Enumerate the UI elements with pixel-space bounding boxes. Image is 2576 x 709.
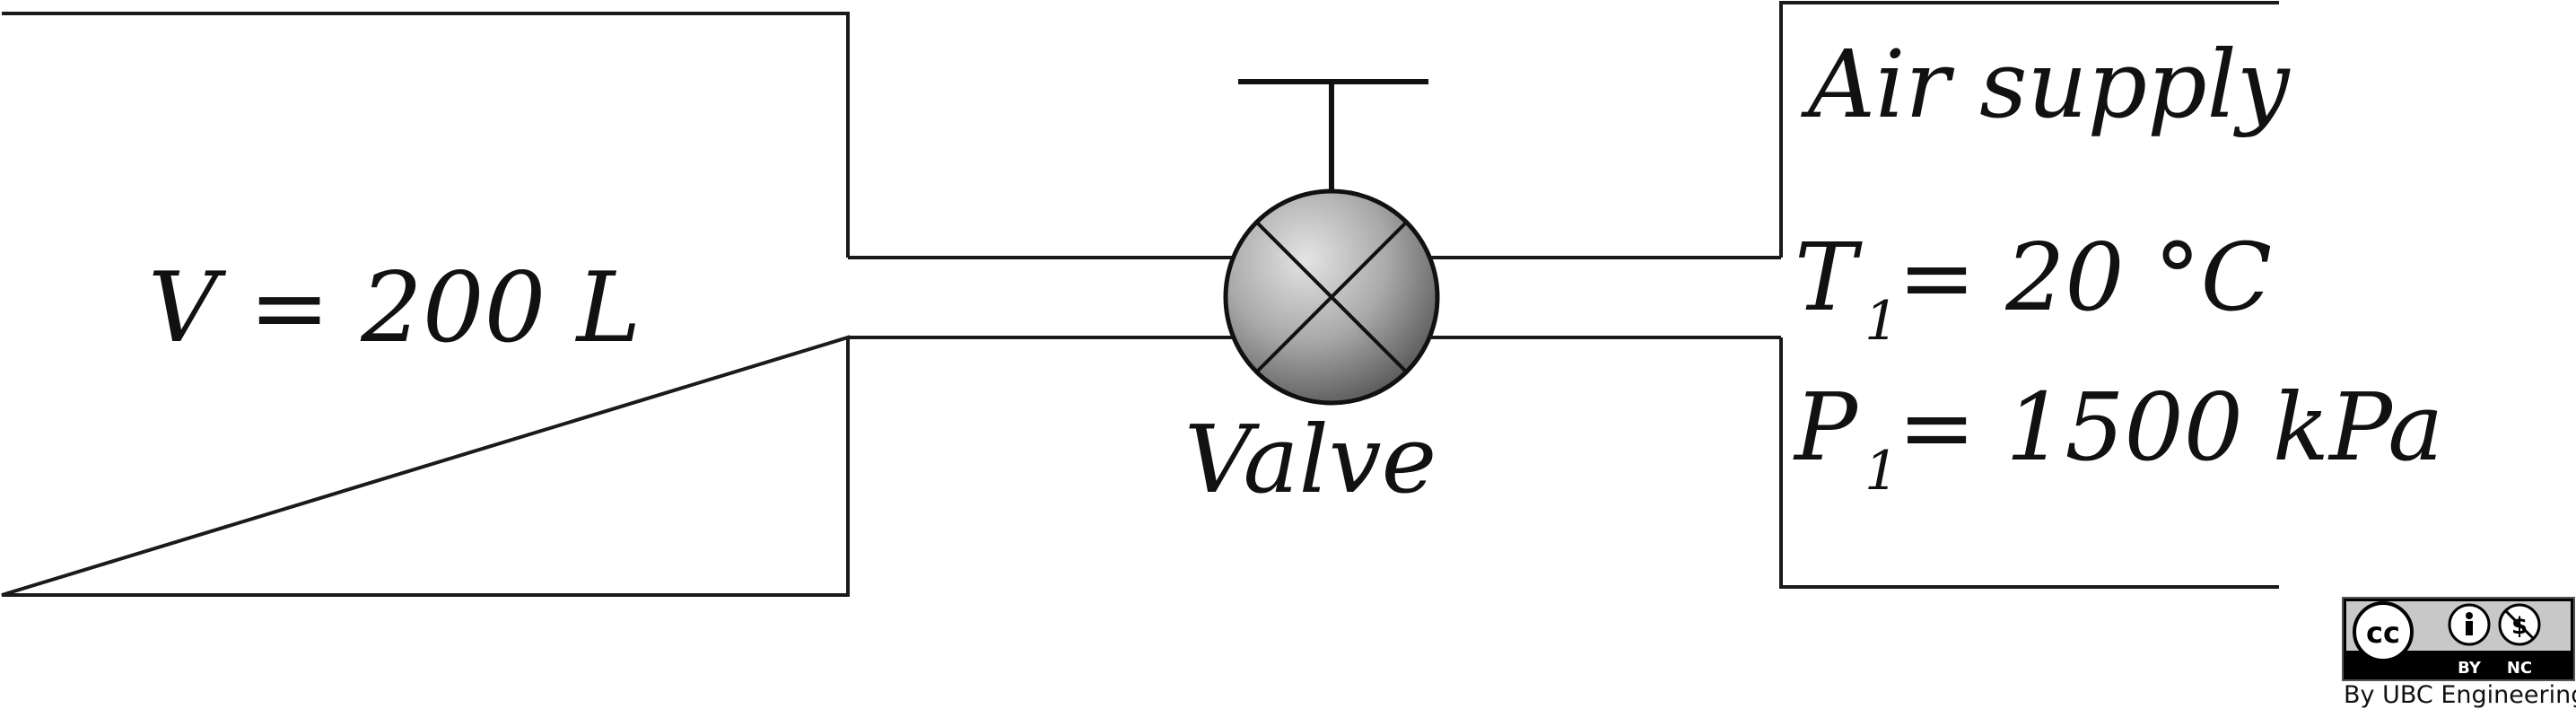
supply-temperature-symbol: T	[1794, 223, 1863, 332]
tank-volume-label: V = 200 L	[148, 252, 641, 364]
supply-pressure-symbol: P	[1793, 372, 1859, 482]
supply-pressure-value: = 1500 kPa	[1898, 372, 2443, 482]
valve-label: Valve	[1184, 405, 1436, 514]
license-nc: NC	[2507, 659, 2532, 678]
license-credit: By UBC Engineering	[2344, 681, 2576, 709]
cc-icon-label: cc	[2366, 616, 2400, 650]
supply-temperature-value: = 20 °C	[1898, 223, 2272, 332]
cc-icon	[2353, 601, 2414, 662]
cc-license-badge: cc $ BY NC	[2342, 597, 2575, 681]
license-by: BY	[2458, 659, 2482, 678]
supply-temperature-subscript: 1	[1864, 290, 1899, 353]
supply-pressure-subscript: 1	[1864, 440, 1899, 503]
valve-icon	[1223, 188, 1440, 406]
supply-title: Air supply	[1801, 30, 2291, 139]
tank-outline	[1, 12, 850, 597]
supply-outline	[1779, 1, 2279, 589]
